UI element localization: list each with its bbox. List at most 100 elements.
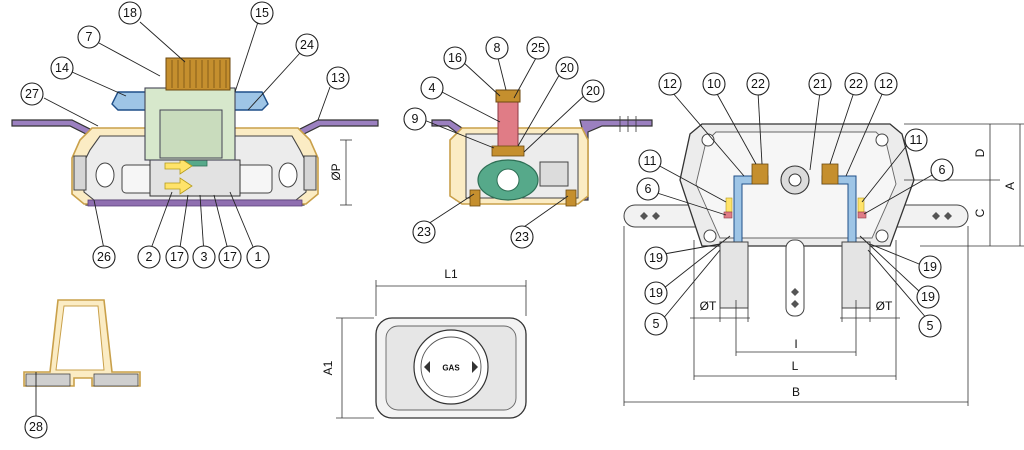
- svg-text:19: 19: [649, 286, 663, 300]
- mid-foot-right: [565, 189, 577, 207]
- corner-hole-bl: [703, 229, 717, 243]
- knob-grip: [171, 60, 227, 88]
- svg-text:12: 12: [879, 77, 893, 91]
- wall-panel-left: [11, 119, 93, 206]
- corner-hole-tr: [875, 133, 889, 147]
- svg-text:19: 19: [649, 251, 663, 265]
- svg-text:17: 17: [170, 250, 184, 264]
- svg-text:6: 6: [939, 163, 946, 177]
- svg-text:16: 16: [448, 51, 462, 65]
- callout-19b: 19: [644, 281, 668, 305]
- svg-text:24: 24: [300, 38, 314, 52]
- red-seal-left: [723, 211, 733, 219]
- svg-text:8: 8: [494, 41, 501, 55]
- callout-11b: 11: [904, 128, 928, 152]
- svg-text:28: 28: [29, 420, 43, 434]
- svg-text:20: 20: [560, 61, 574, 75]
- svg-text:2: 2: [146, 250, 153, 264]
- callout-28: 28: [24, 415, 48, 439]
- detail-28-foot-left: [25, 373, 71, 387]
- callout-26: 26: [92, 245, 116, 269]
- leg-left: [719, 241, 749, 309]
- detail-28-foot-right: [93, 373, 139, 387]
- mid-brass-ring: [491, 145, 525, 157]
- callout-19c: 19: [918, 255, 942, 279]
- callout-14: 14: [50, 56, 74, 80]
- dim-phi-p: ØP: [329, 163, 343, 180]
- knob-top: [165, 57, 231, 91]
- dim-phi-t-left: ØT: [700, 299, 717, 313]
- dim-phi-t-right: ØT: [876, 299, 893, 313]
- callout-22a: 22: [746, 72, 770, 96]
- center-valve-bore: [788, 173, 802, 187]
- dim-a1: A1: [321, 360, 335, 375]
- dim-a: A: [1003, 182, 1017, 190]
- callout-20b: 20: [581, 79, 605, 103]
- red-seal-right: [857, 211, 867, 219]
- center-stem: [785, 239, 805, 317]
- mid-stem: [497, 97, 519, 151]
- middle-leaders: [423, 57, 587, 230]
- faceplate-view: GAS L1 A1: [321, 267, 527, 419]
- callout-7: 7: [77, 25, 101, 49]
- callout-11a: 11: [638, 149, 662, 173]
- svg-text:22: 22: [849, 77, 863, 91]
- leg-right: [841, 241, 871, 309]
- faceplate-dial-marker-left: [424, 361, 430, 373]
- svg-text:4: 4: [429, 81, 436, 95]
- callout-19d: 19: [916, 285, 940, 309]
- svg-text:27: 27: [25, 87, 39, 101]
- callout-17a: 17: [165, 245, 189, 269]
- svg-text:3: 3: [201, 250, 208, 264]
- callout-25: 25: [526, 36, 550, 60]
- callout-4: 4: [420, 76, 444, 100]
- callout-2: 2: [137, 245, 161, 269]
- callout-19a: 19: [644, 246, 668, 270]
- callout-6a: 6: [636, 177, 660, 201]
- svg-text:12: 12: [663, 77, 677, 91]
- svg-text:1: 1: [255, 250, 262, 264]
- callout-17b: 17: [218, 245, 242, 269]
- callout-20a: 20: [555, 56, 579, 80]
- svg-text:7: 7: [86, 30, 93, 44]
- dim-b: B: [792, 385, 800, 399]
- svg-text:15: 15: [255, 6, 269, 20]
- callout-13: 13: [326, 66, 350, 90]
- dim-i: I: [794, 337, 797, 351]
- callout-5a: 5: [644, 312, 668, 336]
- svg-text:6: 6: [645, 182, 652, 196]
- wall-panel-right: [297, 119, 379, 206]
- detail-28-inner: [55, 305, 105, 371]
- corner-hole-br: [875, 229, 889, 243]
- callout-23b: 23: [510, 225, 534, 249]
- yellow-seal-left: [725, 197, 733, 213]
- svg-text:19: 19: [923, 260, 937, 274]
- callout-5b: 5: [918, 314, 942, 338]
- faceplate-dial-marker-right: [472, 361, 478, 373]
- faceplate-label: GAS: [442, 364, 460, 373]
- dim-d: D: [973, 148, 987, 157]
- svg-text:21: 21: [813, 77, 827, 91]
- left-section-view: ØP 18 15 7 24 14 13 27 26 2 17 3 17 1: [11, 1, 379, 269]
- callout-18: 18: [118, 1, 142, 25]
- callout-12a: 12: [658, 72, 682, 96]
- base-plate: [87, 199, 303, 207]
- callout-8: 8: [485, 36, 509, 60]
- dim-c: C: [973, 208, 987, 217]
- svg-text:13: 13: [331, 71, 345, 85]
- callout-12b: 12: [874, 72, 898, 96]
- dim-l: L: [792, 359, 799, 373]
- corner-hole-tl: [701, 133, 715, 147]
- detail-28-view: 28: [23, 299, 141, 439]
- callout-3: 3: [192, 245, 216, 269]
- callout-9: 9: [403, 107, 427, 131]
- knob-stem: [159, 109, 223, 159]
- mount-hole-right: [278, 162, 298, 188]
- flow-arrow-top: [164, 157, 193, 175]
- flow-arrow-bottom: [164, 177, 193, 195]
- svg-text:25: 25: [531, 41, 545, 55]
- callout-22b: 22: [844, 72, 868, 96]
- callout-15: 15: [250, 1, 274, 25]
